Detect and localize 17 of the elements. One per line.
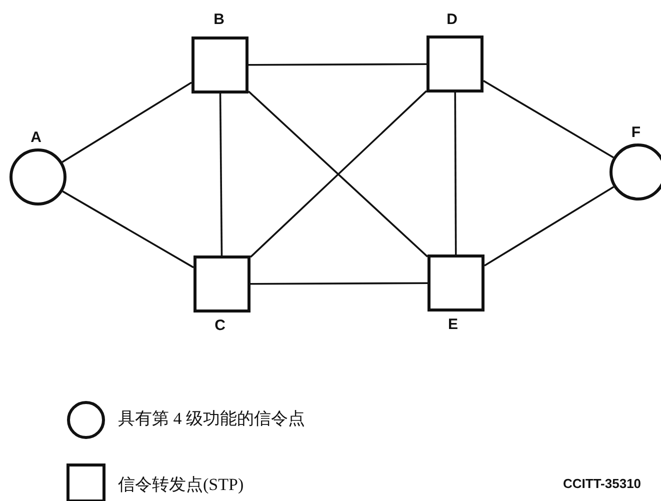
link-line bbox=[483, 80, 614, 158]
figure-code: CCITT-35310 bbox=[563, 476, 642, 492]
link-line bbox=[484, 186, 614, 266]
link-line bbox=[62, 82, 192, 163]
node-label: E bbox=[448, 317, 458, 333]
node-label: D bbox=[446, 12, 458, 28]
link-line bbox=[62, 190, 194, 268]
link-line bbox=[248, 63, 426, 66]
node-label: F bbox=[631, 125, 641, 141]
node-label: A bbox=[30, 130, 42, 146]
legend-text: 具有第 4 级功能的信令点 bbox=[118, 409, 305, 429]
legend-text: 信令转发点(STP) bbox=[118, 475, 244, 495]
link-line bbox=[454, 92, 457, 254]
link-line bbox=[219, 94, 223, 256]
node-label: B bbox=[214, 12, 224, 28]
link-line bbox=[250, 282, 428, 285]
node-label: C bbox=[214, 318, 226, 334]
